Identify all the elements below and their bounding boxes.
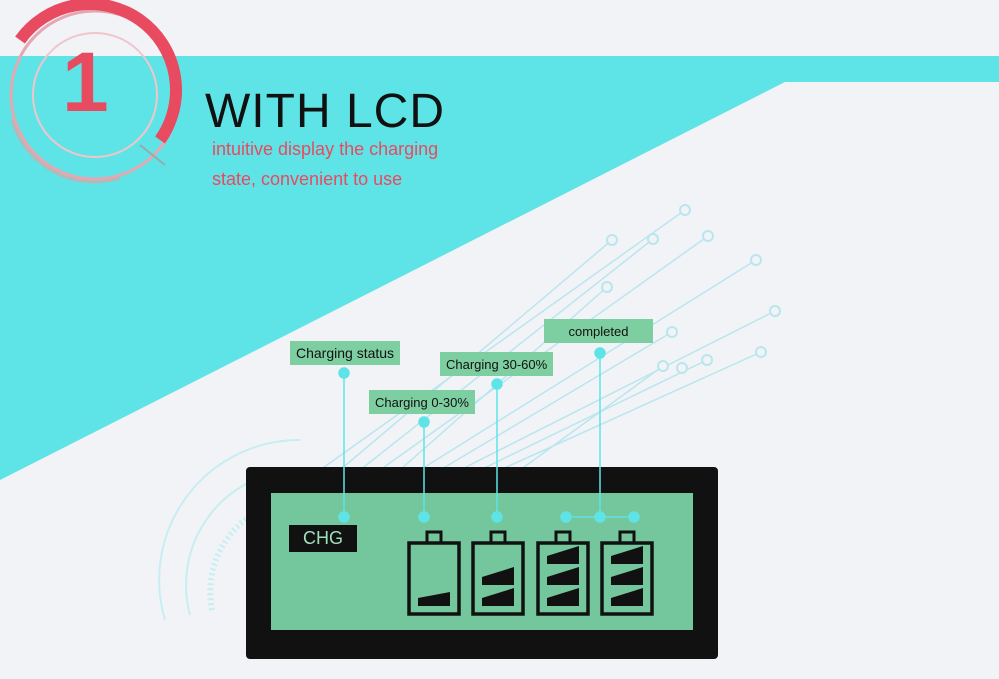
circuit-nodes — [601, 204, 781, 374]
callout-charging-30-60: Charging 30-60% — [440, 352, 554, 376]
subtitle-line-2: state, convenient to use — [212, 169, 403, 189]
lcd-screen — [271, 493, 693, 630]
step-dial-icon — [9, 0, 183, 184]
callout-charging-status: Charging status — [290, 341, 401, 365]
chg-indicator: CHG — [289, 525, 357, 552]
callout-charging-0-30: Charging 0-30% — [369, 390, 475, 414]
page-title: WITH LCD — [205, 85, 445, 138]
cyan-band — [0, 56, 999, 480]
step-number: 1 — [62, 35, 109, 129]
subtitle-line-1: intuitive display the charging — [212, 139, 439, 159]
callout-completed: completed — [544, 319, 653, 343]
circuit-lines — [319, 209, 776, 471]
